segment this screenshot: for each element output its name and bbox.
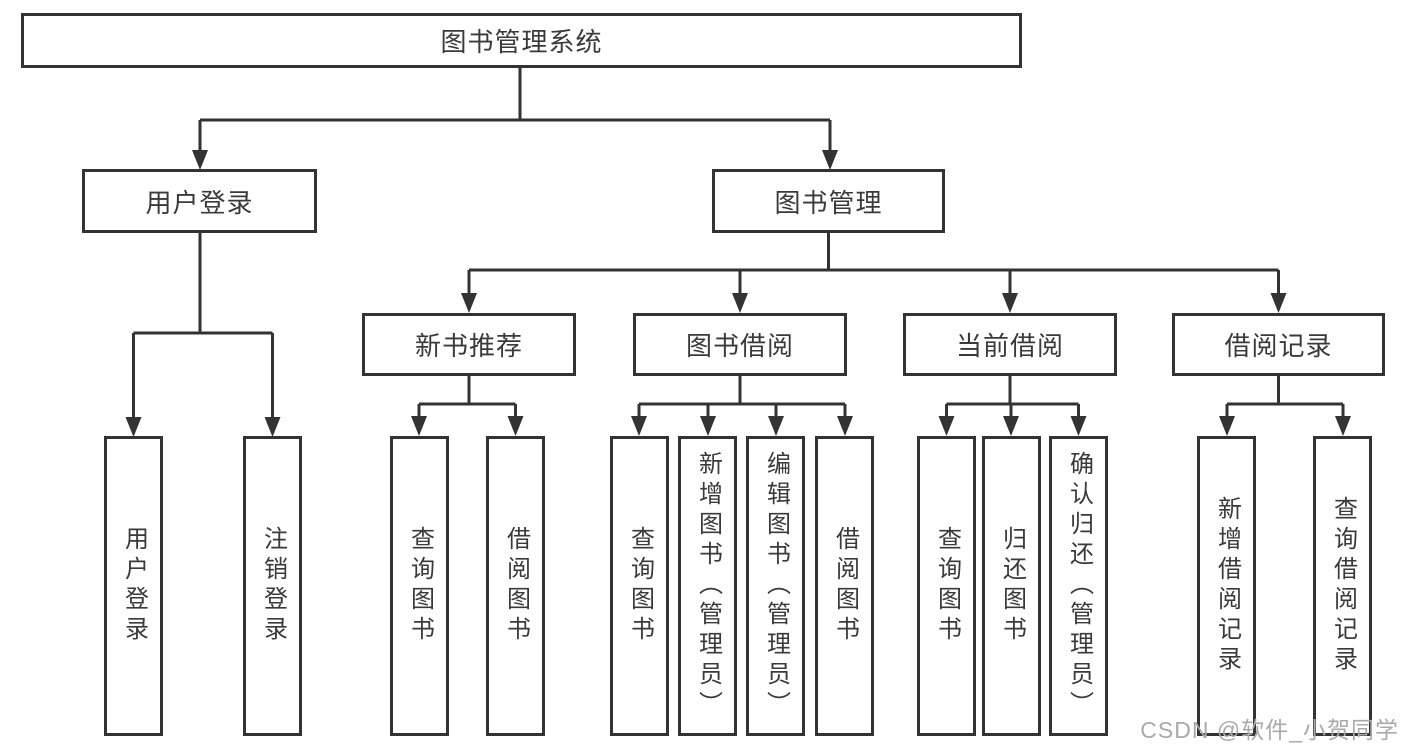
leaf-borrow-borrow-books-label: 借阅图书 (831, 526, 859, 646)
leaf-recommend-query-books-label: 查询图书 (406, 526, 434, 646)
arrowheads (125, 150, 1351, 437)
leaf-current-confirm-return-admin-label: 确认归还（管理员） (1065, 451, 1093, 721)
node-current-borrow: 当前借阅 (903, 313, 1117, 376)
leaf-recommend-query-books: 查询图书 (390, 436, 449, 736)
watermark: CSDN @软件_小贺同学 (1140, 717, 1399, 743)
node-book-borrow: 图书借阅 (633, 313, 847, 376)
node-user-login: 用户登录 (82, 169, 317, 233)
leaf-current-query-books: 查询图书 (917, 436, 976, 736)
node-book-mgmt: 图书管理 (712, 169, 945, 233)
leaf-current-confirm-return-admin: 确认归还（管理员） (1049, 436, 1108, 736)
leaf-borrow-add-books-admin-label: 新增图书（管理员） (694, 451, 722, 721)
leaf-records-query-record: 查询借阅记录 (1313, 436, 1372, 736)
node-root: 图书管理系统 (21, 13, 1022, 68)
leaf-borrow-edit-books-admin-label: 编辑图书（管理员） (762, 451, 790, 721)
leaf-borrow-query-books: 查询图书 (610, 436, 669, 736)
leaf-records-query-record-label: 查询借阅记录 (1329, 496, 1357, 676)
leaf-borrow-add-books-admin: 新增图书（管理员） (678, 436, 737, 736)
node-new-book-recommend: 新书推荐 (362, 313, 576, 376)
leaf-borrow-query-books-label: 查询图书 (626, 526, 654, 646)
leaf-logout: 注销登录 (243, 436, 302, 736)
leaf-recommend-borrow-books: 借阅图书 (486, 436, 545, 736)
leaf-records-add-record-label: 新增借阅记录 (1213, 496, 1241, 676)
leaf-records-add-record: 新增借阅记录 (1197, 436, 1256, 736)
node-borrow-records: 借阅记录 (1172, 313, 1385, 376)
leaf-current-return-books-label: 归还图书 (998, 526, 1026, 646)
leaf-recommend-borrow-books-label: 借阅图书 (502, 526, 530, 646)
leaf-borrow-edit-books-admin: 编辑图书（管理员） (746, 436, 805, 736)
leaf-user-login-label: 用户登录 (120, 526, 148, 646)
leaf-current-query-books-label: 查询图书 (933, 526, 961, 646)
leaf-current-return-books: 归还图书 (982, 436, 1041, 736)
leaf-logout-label: 注销登录 (259, 526, 287, 646)
leaf-user-login: 用户登录 (104, 436, 163, 736)
leaf-borrow-borrow-books: 借阅图书 (815, 436, 874, 736)
